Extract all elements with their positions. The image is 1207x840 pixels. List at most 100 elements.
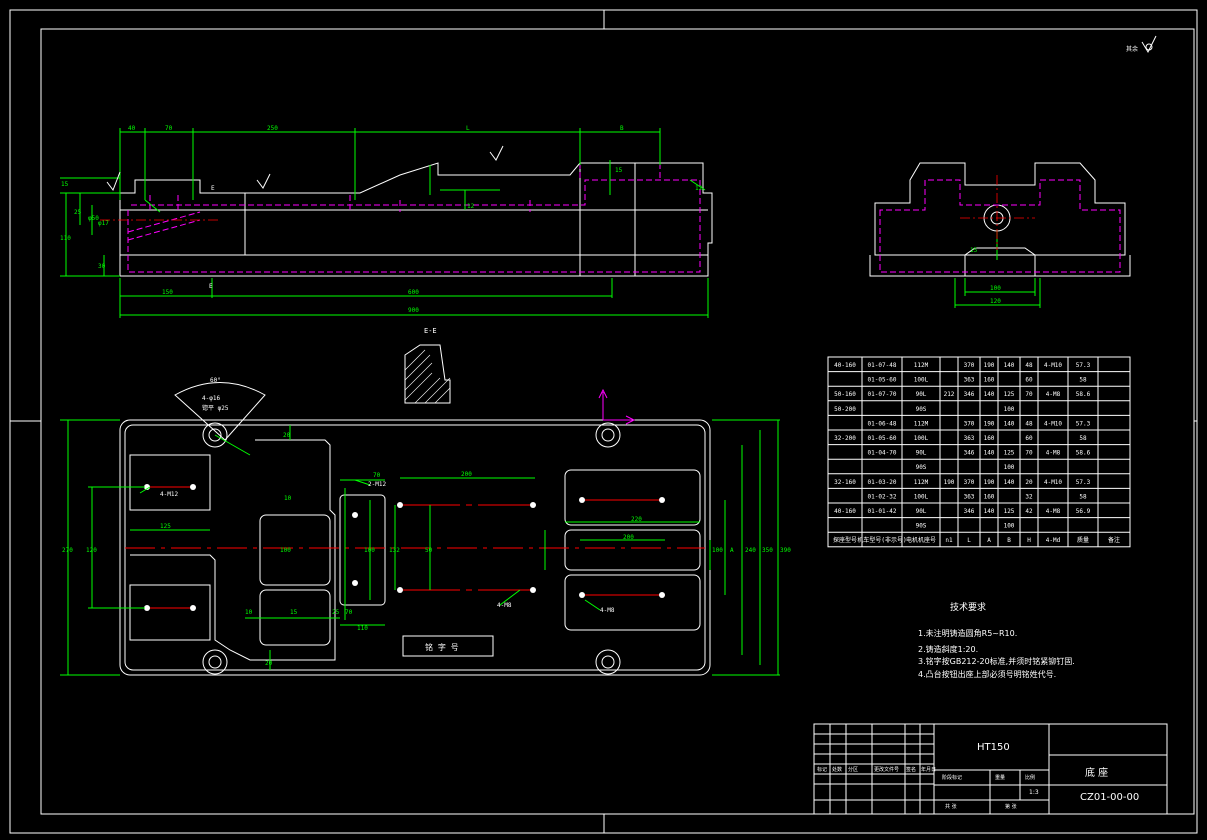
tb-sheet-number: 第 张 [1005, 804, 1017, 810]
spec-table-cell: 60 [1025, 377, 1033, 384]
spec-table-header-cell: 备注 [1108, 536, 1120, 544]
spec-table-cell: 01-06-48 [868, 420, 897, 427]
spec-table-cell: 125 [1004, 391, 1015, 398]
spec-table-cell: 363 [964, 377, 975, 384]
dim-text: 25 [74, 209, 82, 216]
tb-header-2: 分区 [848, 767, 859, 773]
hole-note: 4-φ16 [202, 395, 220, 402]
spec-table-cell: 140 [984, 450, 995, 457]
spec-table-cell: 190 [984, 362, 995, 369]
spec-table-cell: 140 [1004, 420, 1015, 427]
spec-table-cell: 01-02-32 [868, 493, 897, 500]
spec-table-cell: 90L [916, 391, 927, 398]
section-marker-top: E [211, 185, 215, 192]
spec-table-cell: 100L [914, 435, 929, 442]
tech-note-1: 1.未注明铸造圆角R5~R10. [918, 629, 1018, 638]
hole-label: 4-M12 [160, 491, 178, 498]
spec-table-cell: 40-160 [834, 508, 856, 515]
drawing-number: CZ01-00-00 [1080, 792, 1140, 803]
spec-table-cell: 90S [916, 523, 927, 530]
spec-table-cell: 01-05-60 [868, 377, 897, 384]
spec-table-cell: 370 [964, 479, 975, 486]
dim-text: 12 [695, 185, 703, 192]
spec-table-cell: 01-05-60 [868, 435, 897, 442]
spec-table-cell: 57.3 [1076, 362, 1091, 369]
spec-table-cell: 4-M10 [1044, 479, 1062, 486]
spec-table-cell: 4-M8 [1046, 450, 1061, 457]
plan-view: 60° 4-φ16 锪平 φ25 2-M12 4-M12 4-M8 4-M8 2… [60, 377, 791, 676]
spec-table-cell: 42 [1025, 508, 1033, 515]
dim-text: 100 [280, 547, 291, 554]
sheet-frame [9, 9, 1198, 834]
spec-table-cell: 57.3 [1076, 479, 1091, 486]
tb-header-0: 标记 [817, 767, 828, 773]
dim-text: 40 [128, 125, 136, 132]
spec-table-cell: 32-160 [834, 479, 856, 486]
dim-text: 270 [62, 547, 73, 554]
spec-table-header-cell: H [1027, 537, 1031, 544]
front-view: E E 40 70 250 L B 150 600 900 15 25 φ50 … [60, 125, 713, 318]
dim-text: 15 [970, 247, 978, 254]
spec-table-header-cell: 质量 [1077, 536, 1089, 544]
spec-table-cell: 48 [1025, 362, 1033, 369]
dim-text: 12 [467, 203, 475, 210]
tech-note-2: 2.铸造斜度1:20. [918, 645, 979, 654]
dim-angle: 60° [210, 377, 221, 384]
scale-label: 1:3 [1029, 789, 1039, 796]
dim-text: 10 [245, 609, 253, 616]
tech-note-4: 4.凸台按钮出座上部必须号明铭姓代号. [918, 670, 1057, 679]
dim-text: 125 [160, 523, 171, 530]
dim-text: 25 [332, 609, 340, 616]
dim-text: L [466, 125, 470, 132]
spec-table-header-cell: 探座型号 [833, 536, 857, 544]
spec-table-cell: 160 [984, 435, 995, 442]
spec-table-cell: 190 [984, 420, 995, 427]
dim-text: 132 [389, 547, 400, 554]
spec-table-cell: 60 [1025, 435, 1033, 442]
roughness-note: 其余 [1126, 45, 1138, 53]
dim-text: 30 [98, 263, 106, 270]
spec-table-cell: 32-200 [834, 435, 856, 442]
dim-text: 390 [780, 547, 791, 554]
dim-text: 50 [425, 547, 433, 554]
spec-table-cell: 190 [984, 479, 995, 486]
spec-table-cell: 125 [1004, 508, 1015, 515]
tb-mid-1: 重量 [995, 775, 1006, 781]
dim-text: 20 [283, 432, 291, 439]
spec-table-cell: 140 [984, 508, 995, 515]
dim-text: φ50 [88, 215, 99, 222]
counterbore-note: 锪平 φ25 [202, 404, 229, 412]
spec-table-cell: 140 [1004, 362, 1015, 369]
tb-header-1: 处数 [832, 767, 843, 773]
tech-requirements-title: 技术要求 [950, 603, 987, 613]
tb-header-4: 签名 [906, 767, 917, 773]
spec-table-cell: 140 [984, 391, 995, 398]
spec-table-header-cell: L [967, 537, 971, 544]
section-label: E-E [424, 327, 437, 335]
spec-table-cell: 58 [1079, 493, 1087, 500]
nameplate-label: 铭 字 号 [425, 642, 459, 652]
section-marker-bottom: E [209, 283, 213, 290]
spec-table-cell: 90L [916, 508, 927, 515]
spec-table-cell: 01-01-42 [868, 508, 897, 515]
spec-table-cell: 32 [1025, 493, 1033, 500]
spec-table-cell: 363 [964, 435, 975, 442]
tb-mid-2: 比例 [1025, 775, 1036, 781]
spec-table-frame [827, 356, 1131, 548]
spec-table-cell: 100 [1004, 464, 1015, 471]
dim-text: A [730, 547, 734, 554]
dim-text: 70 [345, 609, 353, 616]
dim-text: 240 [745, 547, 756, 554]
dim-text: 15 [61, 181, 69, 188]
dim-text: 250 [267, 125, 278, 132]
hole-label: 2-M12 [368, 481, 386, 488]
spec-table-cell: 58 [1079, 435, 1087, 442]
spec-table-cell: 346 [964, 391, 975, 398]
spec-table-cell: 4-M10 [1044, 420, 1062, 427]
dim-text: 20 [265, 660, 273, 667]
dim-text: 120 [990, 298, 1001, 305]
spec-table-cell: 100L [914, 493, 929, 500]
spec-table-cell: 70 [1025, 391, 1033, 398]
